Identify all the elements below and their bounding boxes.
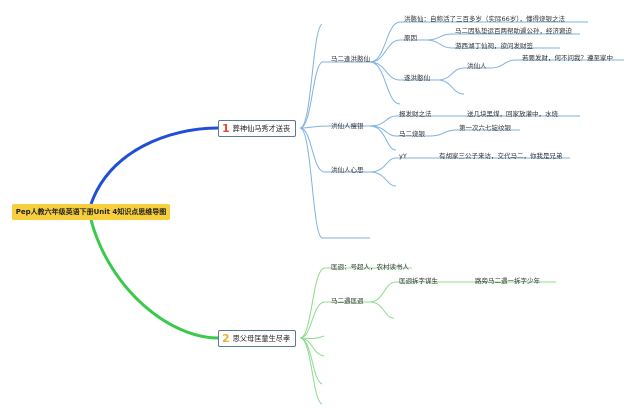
node-wealth-method[interactable]: 报发财之法: [399, 110, 432, 118]
node-ma-er-meets-kuang[interactable]: 马二遇匡迥: [331, 297, 364, 305]
node-reason[interactable]: 原因: [404, 34, 417, 42]
node-kuang-intro[interactable]: 匡迥：号超人，农村读书人: [331, 263, 409, 271]
node-reason-2[interactable]: 游西湖丁仙祠，欲问发财签: [455, 42, 533, 50]
node-ma-er-burns-silver[interactable]: 马二烧银: [399, 130, 425, 138]
topic-1-number: 1: [222, 122, 230, 135]
node-wealth-method-detail[interactable]: 送几块黑煤，回家放灌中，水烧: [467, 110, 558, 118]
topic-2-node[interactable]: 2 思父母匡童生尽孝: [218, 330, 297, 347]
root-node[interactable]: Pep人教六年级英语下册Unit 4知识点思维导图: [12, 204, 170, 220]
node-follow-hong[interactable]: 遂洪憨仙: [404, 74, 430, 82]
node-first-silver[interactable]: 第一次六七锭纹银: [459, 124, 511, 132]
node-hu-visit[interactable]: 有胡家三公子来访，交代马二，你我是兄弟: [439, 152, 563, 160]
node-yy[interactable]: yY: [399, 152, 407, 160]
node-hong-description[interactable]: 洪憨仙：自称活了三百多岁（实际66岁），懂得烧银之法: [404, 15, 566, 23]
node-hong-thoughts[interactable]: 洪仙人心思: [331, 166, 364, 174]
node-ma-er-meets-hong[interactable]: 马二逢洪憨仙: [331, 55, 370, 63]
node-hong-immortal[interactable]: 洪仙人: [467, 62, 487, 70]
node-kuang-fortune[interactable]: 匡迥拆字谋生: [399, 277, 438, 285]
node-hong-invite[interactable]: 若要发财，何不问我？遵至家中: [522, 54, 613, 62]
node-reason-1[interactable]: 马二因私垫运百两帮助遽公孙，经济窘迫: [455, 27, 572, 35]
node-roadside-meeting[interactable]: 路旁马二遇一拆字少年: [475, 277, 540, 285]
topic-2-label: 思父母匡童生尽孝: [232, 333, 291, 343]
branch-line-1: [89, 126, 219, 205]
topic-1-label: 葬神仙马秀才送丧: [232, 123, 291, 133]
topic-2-number: 2: [222, 332, 230, 345]
node-hong-silver[interactable]: 洪仙人瘦银: [331, 122, 364, 130]
branch-line-2: [89, 219, 219, 340]
topic-1-node[interactable]: 1 葬神仙马秀才送丧: [218, 120, 297, 137]
